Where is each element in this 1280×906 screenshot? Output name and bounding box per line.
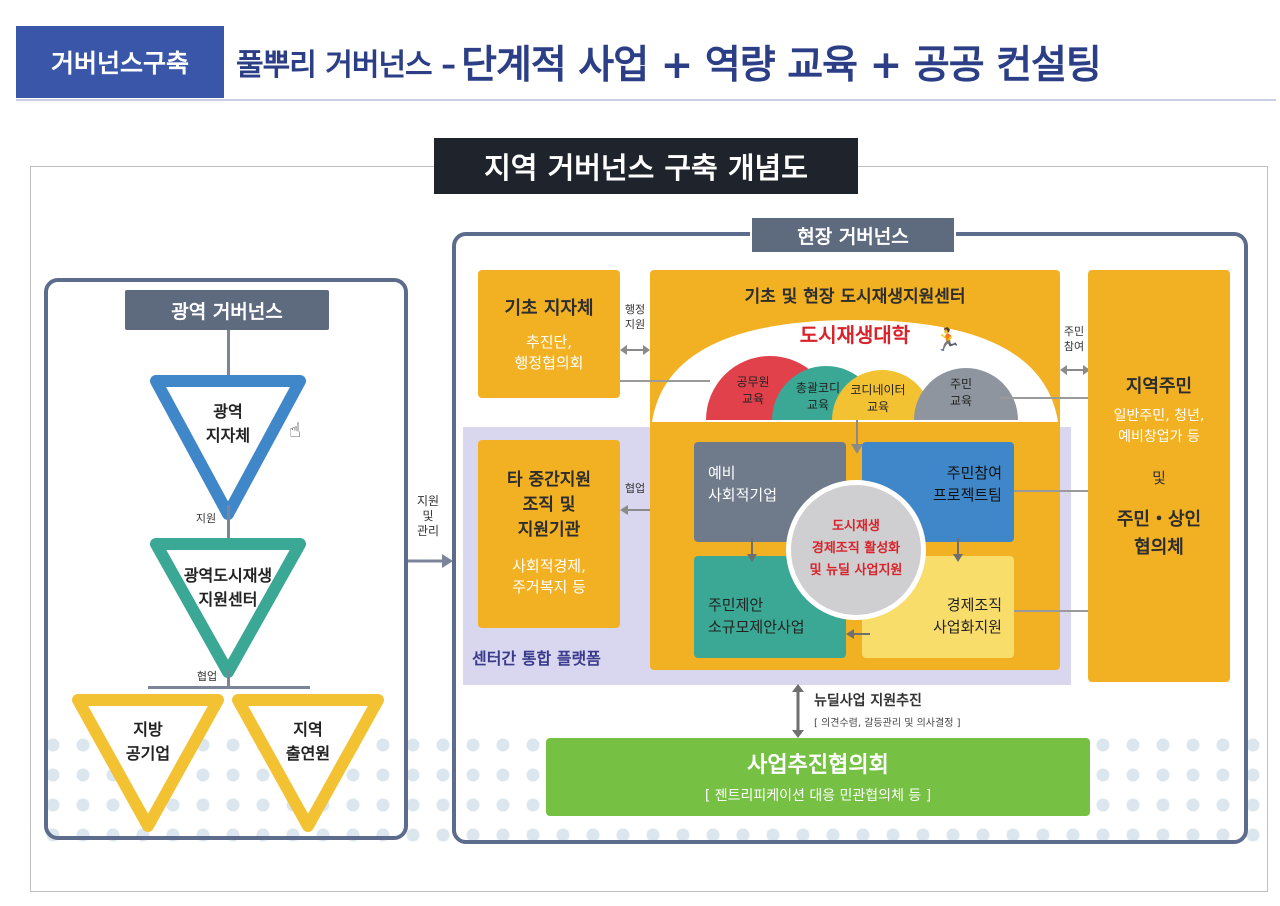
basic-government-box [478,270,620,398]
committee-title: 사업추진협의회 [747,753,889,778]
residents-and: 및 [1152,468,1166,487]
support-manage-arrow-icon [408,554,453,568]
regional-governance-label: 광역 거버넌스 [125,290,329,330]
other-support-title: 타 중간지원 조직 및 지원기관 [506,469,592,540]
connector-commercialization [1014,610,1088,612]
admin-support-label: 행정 지원 [624,303,646,331]
local-institute-text: 지역 출연원 [285,720,331,763]
running-person-icon: 🏃 [934,328,962,353]
regional-connector-mid [227,505,230,545]
education-domes [706,356,1018,420]
local-institute-triangle [232,694,384,832]
committee-box [546,738,1090,816]
connector-basic-gov [620,380,710,382]
edu-residents: 주민 교육 [949,377,973,408]
quad-project-team: 주민참여 프로젝트팀 [932,464,1002,504]
support-manage-label: 지원 및 관리 [416,493,440,538]
connector-project-team [1014,490,1088,492]
regional-connector-top [227,330,230,380]
other-support-sub: 사회적경제, 주거복지 등 [512,557,586,596]
other-support-box [478,440,620,628]
page-subtitle: 풀뿌리 거버넌스 – [236,48,456,83]
newdeal-sublabel: [ 의견수렴, 갈등관리 및 의사결정 ] [814,718,961,729]
resident-participation-arrow-icon [1060,365,1090,375]
edu-coordinator: 코디네이터 교육 [850,383,906,414]
hand-cursor-icon: ☝ [289,418,302,442]
university-title: 도시재생대학 [799,322,911,347]
page-main-title: 단계적 사업 + 역량 교육 + 공공 컨설팅 [461,43,1102,88]
regional-connector-low [227,670,230,688]
diagram-title: 지역 거버넌스 구축 개념도 [434,138,858,194]
edu-officials: 공무원 교육 [736,375,770,406]
admin-support-arrow-icon [620,345,650,355]
down-arrow-icon [851,420,863,454]
quad-arrows-icon [747,538,963,639]
quad-proposal: 주민제안 소규모제안사업 [708,596,805,636]
residents-title: 지역주민 [1125,376,1193,397]
platform-label: 센터간 통합 플랫폼 [472,649,601,668]
resident-participation-label: 주민 참여 [1063,325,1085,353]
quad-commercialization: 경제조직 사업화지원 [932,596,1002,636]
residents-council: 주민・상인 협의체 [1116,509,1202,558]
edu-chief-coordinator: 총괄코디 교육 [795,381,841,412]
regional-center-triangle [150,538,306,678]
core-circle [786,480,926,620]
header-divider [16,99,1276,101]
local-corp-triangle [72,694,224,832]
coop-link-label: 협업 [196,669,218,683]
basic-government-title: 기초 지자체 [504,298,594,319]
regional-government-text: 광역 지자체 [205,402,251,445]
page-title: 풀뿌리 거버넌스 – 단계적 사업 + 역량 교육 + 공공 컨설팅 [236,30,1102,94]
residents-box [1088,270,1230,682]
residents-sub: 일반주민, 청년, 예비창업가 등 [1113,408,1205,445]
section-badge: 거버넌스구축 [16,26,224,98]
newdeal-label: 뉴딜사업 지원추진 [814,693,922,709]
coop-label: 협업 [624,481,646,495]
support-center-title: 기초 및 현장 도시재생지원센터 [744,286,966,307]
regional-branch-line [148,686,310,689]
support-link-label: 지원 [195,511,217,525]
core-circle-text: 도시재생 경제조직 활성화 및 뉴딜 사업지원 [809,519,903,578]
local-corp-text: 지방 공기업 [125,720,171,763]
basic-government-sub: 추진단, 행정협의회 [514,333,584,372]
committee-sub: [ 젠트리피케이션 대응 민관협의체 등 ] [704,788,932,804]
newdeal-arrow-icon [792,684,804,738]
quad-social-enterprise: 예비 사회적기업 [708,464,778,504]
regional-government-triangle [150,375,306,520]
regional-center-text: 광역도시재생 지원센터 [183,566,273,609]
regional-governance-panel [44,278,408,840]
field-governance-label: 현장 거버넌스 [750,216,956,254]
connector-residents [1000,397,1088,399]
